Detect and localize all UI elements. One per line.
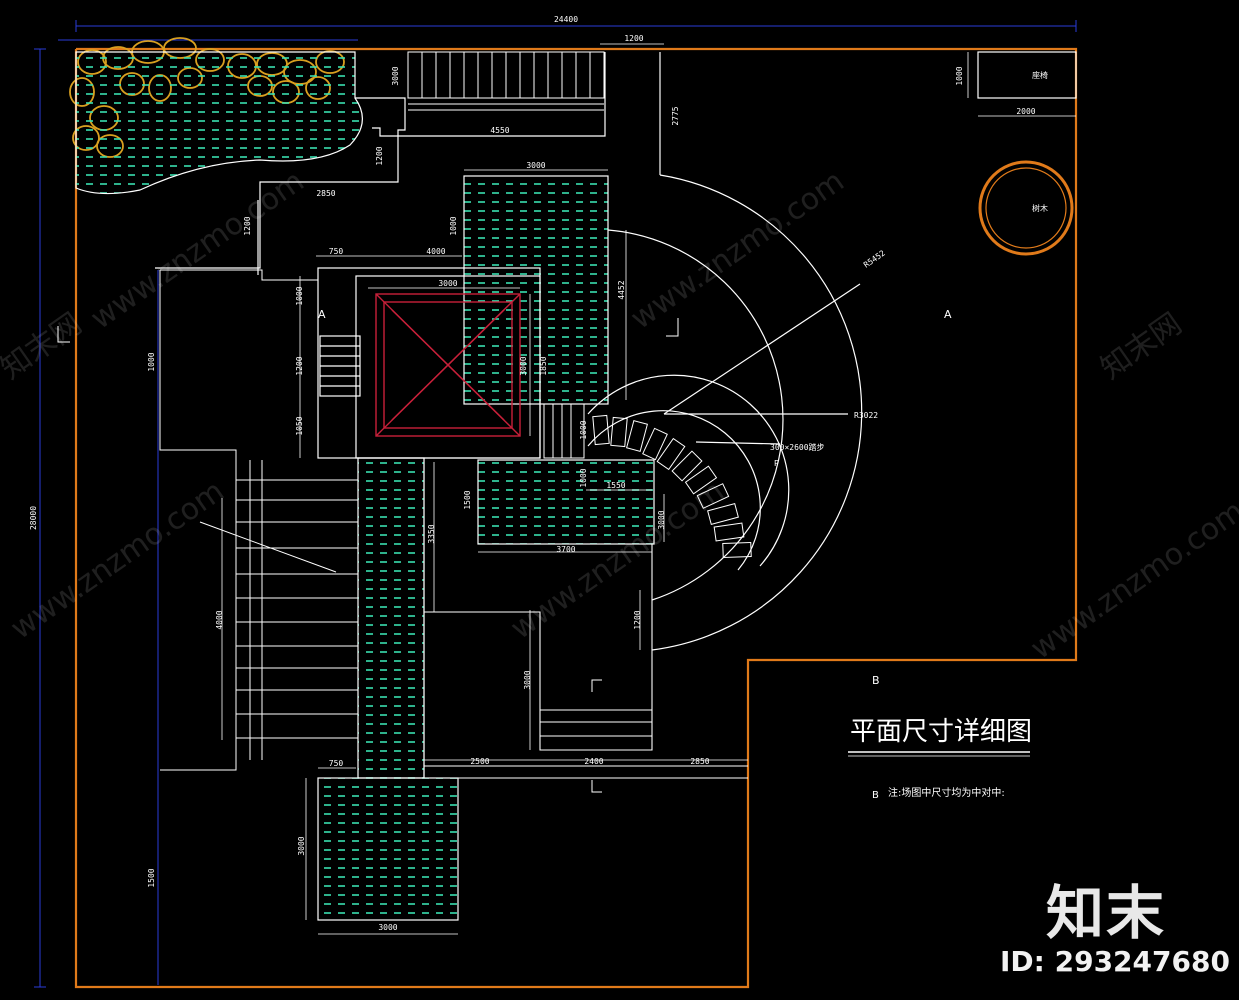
lower-plaza [423, 458, 748, 779]
dim-w-4000: 4000 [426, 247, 445, 256]
dim-v-1500: 1500 [463, 490, 472, 509]
steps-center [543, 403, 585, 459]
pond-central-upper [463, 175, 609, 405]
pond-long-vertical [357, 457, 425, 779]
drawing-title: 平面尺寸详细图 [850, 717, 1032, 747]
dim-w-1550: 1550 [606, 481, 625, 490]
dim-top-gap: 1200 [624, 34, 643, 43]
watermark-3: www.znzmo.com [5, 474, 231, 647]
watermark-5: www.znzmo.com [1025, 494, 1239, 667]
dim-tree-label: 树木 [1032, 203, 1048, 213]
white-dimension-lines [221, 43, 1076, 935]
area-label-a: A [944, 308, 952, 321]
dim-pond-top-w: 3000 [526, 161, 545, 170]
dim-w-2500: 2500 [470, 757, 489, 766]
dim-seat-w: 2000 [1016, 107, 1035, 116]
drawing-note: 注:场图中尺寸均为中对中: [888, 786, 1005, 799]
curved-stair-treads [592, 414, 752, 559]
dim-v-3350: 3350 [427, 524, 436, 543]
seat-box [977, 51, 1077, 99]
dim-w-2850: 2850 [690, 757, 709, 766]
pergola-left [159, 269, 358, 771]
dim-left-total: 28000 [29, 506, 38, 530]
dim-top-total: 24400 [554, 15, 578, 24]
note-marker: B [872, 790, 879, 801]
dim-fence-h: 3000 [391, 66, 400, 85]
pond-top-left [75, 51, 363, 195]
dim-v-1200a: 1200 [375, 146, 384, 165]
tree-circle [978, 160, 1074, 256]
watermark-cn-2: 知末网 [1095, 306, 1189, 386]
dim-left-b: 1500 [147, 868, 156, 887]
dim-v-2775: 2775 [671, 106, 680, 125]
radius-outer: R5452 [862, 248, 887, 269]
dim-w-3700: 3700 [556, 545, 575, 554]
railing-top [407, 51, 605, 111]
dim-v-1000a: 1000 [449, 216, 458, 235]
site-boundary [74, 47, 1078, 989]
dim-v-1000b: 1000 [295, 286, 304, 305]
dimension-text: 24400 1200 3000 1000 2000 2775 4550 1200… [29, 15, 1048, 932]
dim-v-1200c: 1200 [295, 356, 304, 375]
pond-bottom [317, 777, 459, 921]
dim-v-4000: 4000 [215, 610, 224, 629]
dim-v-1050: 1050 [295, 416, 304, 435]
dim-seat-label: 座椅 [1032, 70, 1048, 80]
dim-path-4550: 4550 [490, 126, 509, 135]
dimension-lines [34, 20, 1077, 988]
area-label-b: B [872, 674, 880, 687]
radius-inner: R3022 [854, 411, 878, 420]
dim-v-3000c: 3000 [523, 670, 532, 689]
dim-w-750a: 750 [329, 247, 344, 256]
dim-v-3000d: 3000 [297, 836, 306, 855]
dim-w-3000: 3000 [438, 279, 457, 288]
area-label-a-small: A [318, 308, 326, 321]
dim-v-1000c: 1000 [579, 420, 588, 439]
watermarks: www.znzmo.com www.znzmo.com www.znzmo.co… [0, 164, 1239, 667]
section-markers [57, 318, 679, 793]
area-label-p: P [774, 459, 779, 468]
dim-v-4452: 4452 [617, 280, 626, 299]
dim-v-1850: 1850 [539, 356, 548, 375]
pavilion-platform [317, 267, 541, 459]
dim-path-2850: 2850 [316, 189, 335, 198]
watermark-2: www.znzmo.com [625, 164, 851, 337]
dim-left-a: 1000 [147, 352, 156, 371]
stair-note: 300×2600踏步 [770, 442, 825, 452]
curved-paving [587, 174, 863, 651]
dim-v-1000d: 1000 [579, 468, 588, 487]
pavilion-roof [375, 293, 521, 437]
dim-w-3000b: 3000 [378, 923, 397, 932]
dim-seat-h: 1000 [955, 66, 964, 85]
pond-small-right [477, 459, 655, 545]
dim-v-3000a: 3000 [519, 356, 528, 375]
dim-v-1200b: 1200 [243, 216, 252, 235]
brand-logo: 知末 [1046, 879, 1167, 947]
id-label: ID: 293247680 [1000, 945, 1230, 978]
dim-v-1200d: 1200 [633, 610, 642, 629]
dim-w-2400: 2400 [584, 757, 603, 766]
dim-v-3000b: 3000 [657, 510, 666, 529]
dim-w-750b: 750 [329, 759, 344, 768]
